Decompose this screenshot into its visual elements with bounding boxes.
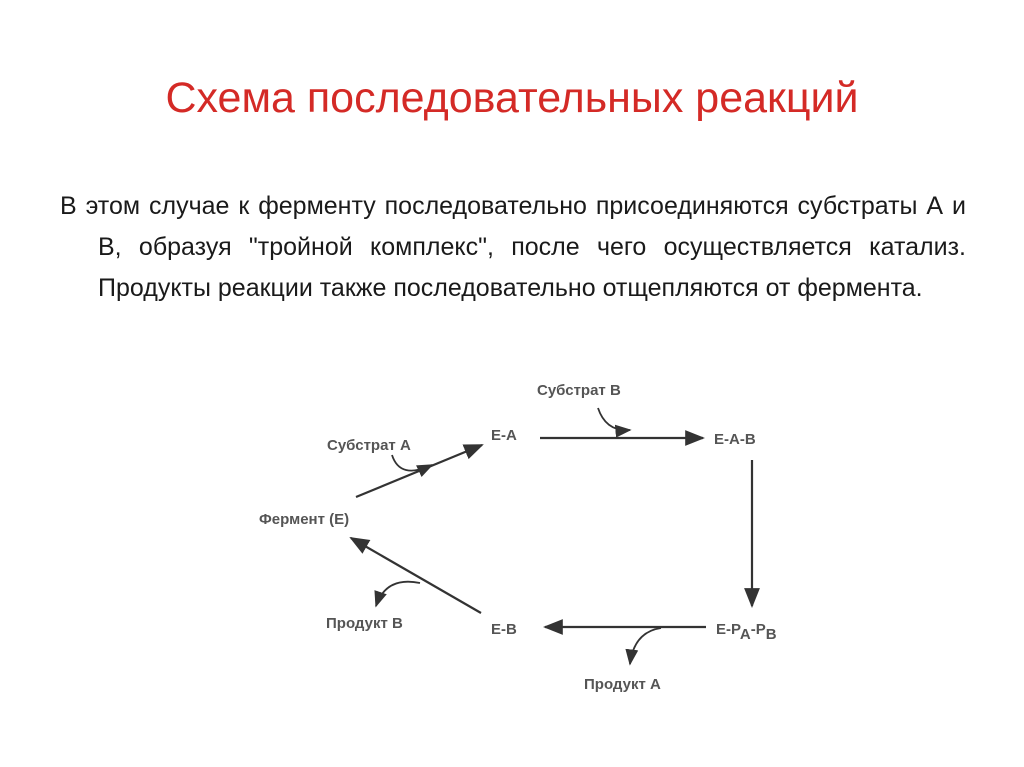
slide-title: Схема последовательных реакций [165, 74, 859, 122]
diagram-svg: Фермент (E) E-A E-A-B E-PA-PB E-B Субстр… [259, 382, 777, 693]
label-product-a: Продукт А [584, 676, 661, 693]
label-substrate-a: Субстрат А [327, 437, 411, 454]
label-product-b: Продукт В [326, 615, 403, 632]
paragraph-text: В этом случае к ферменту последовательно… [60, 192, 966, 302]
curve-product-b-out [374, 580, 421, 608]
curve-substrate-a-in [391, 454, 434, 478]
label-substrate-b: Субстрат В [537, 382, 621, 399]
sequential-reaction-diagram: Фермент (E) E-A E-A-B E-PA-PB E-B Субстр… [236, 366, 802, 702]
node-enzyme: Фермент (E) [259, 511, 349, 528]
curve-product-a-out [625, 627, 662, 666]
node-epa-main: E-P [716, 621, 741, 638]
node-eab: E-A-B [714, 431, 756, 448]
node-ea: E-A [491, 427, 517, 444]
node-epa: E-PA-PB [716, 621, 777, 643]
curve-substrate-b-in [597, 407, 632, 438]
node-eb: E-B [491, 621, 517, 638]
node-epa-sep: -P [751, 621, 766, 638]
slide-paragraph: В этом случае к ферменту последовательно… [60, 186, 966, 309]
arrow-eb-to-enzyme [349, 537, 482, 614]
node-epa-sub-b: B [766, 626, 777, 643]
node-epa-sub-a: A [740, 626, 751, 643]
